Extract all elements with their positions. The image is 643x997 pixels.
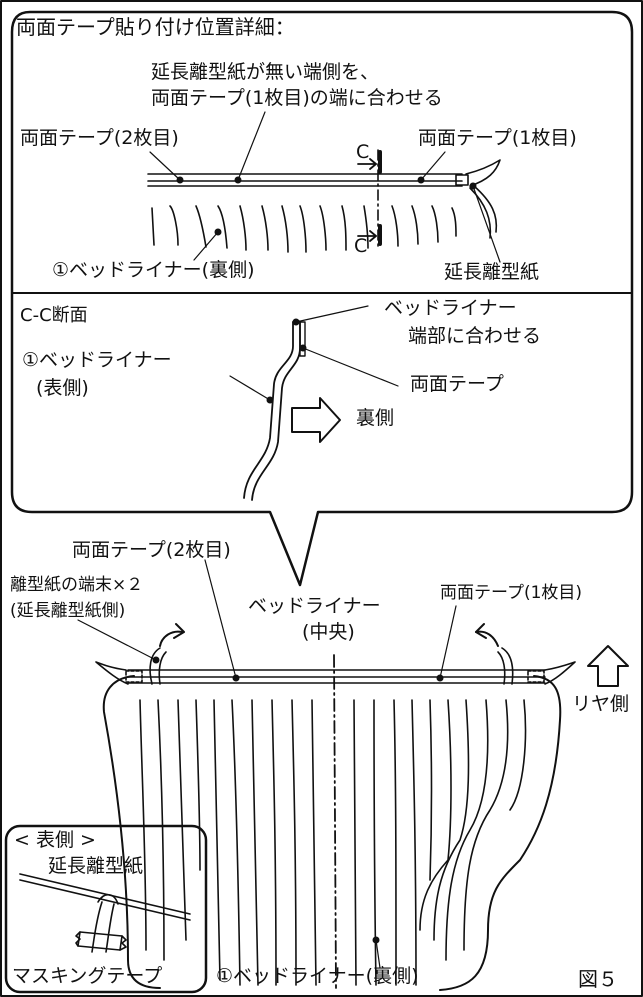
inset-release-label: 延長離型紙 xyxy=(48,855,144,877)
figure-label: 図５ xyxy=(578,967,618,991)
release-ends-line2: (延長離型紙側) xyxy=(10,601,126,621)
inset-title: < 表側 > xyxy=(14,829,96,851)
detail-extension-release-label: 延長離型紙 xyxy=(444,261,540,283)
main-leaders xyxy=(77,559,457,969)
detail-extension-release-tail xyxy=(469,185,498,239)
section-arrows xyxy=(357,158,377,242)
section-leaders xyxy=(229,305,399,401)
inset-masking-label: マスキングテープ xyxy=(12,965,163,987)
section-tape xyxy=(299,321,306,357)
callout-title: 両面テープ貼り付け位置詳細： xyxy=(16,15,295,39)
detail-liner-ribs xyxy=(151,205,457,253)
main-center-line xyxy=(333,654,337,989)
section-align-line2: 端部に合わせる xyxy=(408,325,542,347)
section-front-line1: ①ベッドライナー xyxy=(22,349,172,371)
main-center-line2: (中央) xyxy=(302,621,355,643)
inset-drawing xyxy=(19,873,191,953)
rear-arrow xyxy=(587,645,629,687)
main-tape1-label: 両面テープ(1枚目) xyxy=(440,583,583,603)
section-back-label: 裏側 xyxy=(356,407,395,429)
detail-bedliner-back-label: ①ベッドライナー(裏側) xyxy=(52,259,255,281)
detail-tape2-label: 両面テープ(2枚目) xyxy=(20,127,179,149)
main-center-line1: ベッドライナー xyxy=(248,595,381,617)
align-note-line1: 延長離型紙が無い端側を、 xyxy=(151,61,380,83)
section-align-line1: ベッドライナー xyxy=(384,297,517,319)
section-mark-bottom: C xyxy=(354,235,368,257)
main-tape-strip xyxy=(95,661,576,685)
section-tape-label: 両面テープ xyxy=(410,373,504,395)
marker-dots xyxy=(152,176,477,944)
main-tape2-label: 両面テープ(2枚目) xyxy=(72,539,231,561)
section-title: C-C断面 xyxy=(20,305,88,326)
detail-tape-strip xyxy=(147,159,501,187)
release-ends-line1: 離型紙の端末×２ xyxy=(10,575,144,595)
main-liner-outline xyxy=(102,675,562,991)
section-mark-top: C xyxy=(356,141,370,163)
detail-tape1-label: 両面テープ(1枚目) xyxy=(418,127,577,149)
section-front-line2: (表側) xyxy=(36,377,89,399)
align-note-line2: 両面テープ(1枚目)の端に合わせる xyxy=(151,87,443,109)
main-bedliner-back-label: ①ベッドライナー(裏側) xyxy=(216,965,419,987)
back-side-arrow xyxy=(291,397,341,443)
main-release-tabs xyxy=(149,647,514,685)
main-curl-arrows xyxy=(159,623,499,647)
rear-side-label: リヤ側 xyxy=(572,693,630,715)
detail-leaders xyxy=(149,111,501,263)
callout-bubble xyxy=(10,10,634,587)
inset-box xyxy=(4,824,208,994)
main-liner-ribs xyxy=(139,699,527,986)
